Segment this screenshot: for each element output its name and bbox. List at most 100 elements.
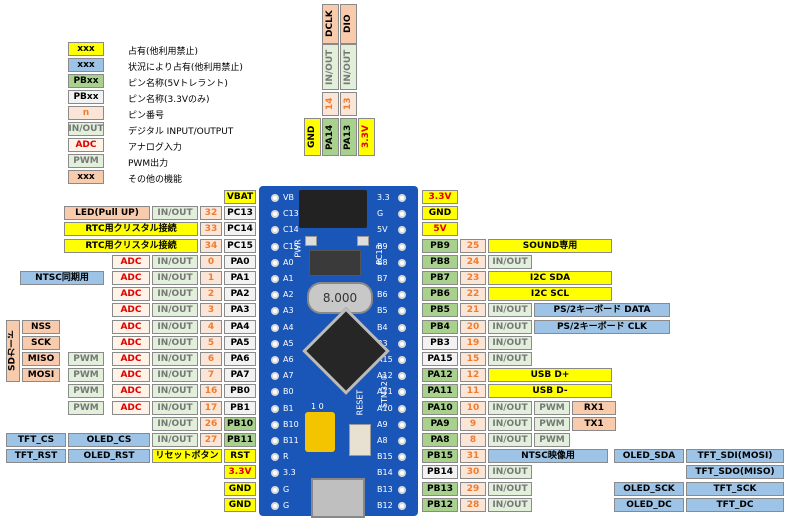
pin-hole xyxy=(398,340,406,348)
right-pin-func: I2C SCL xyxy=(488,287,612,301)
right-pin-name: PB15 xyxy=(422,449,458,463)
right-pin-func: NTSC映像用 xyxy=(488,449,608,463)
right-pin-func: USB D- xyxy=(488,384,612,398)
pin-hole xyxy=(271,259,279,267)
silk-label: B15 xyxy=(377,452,393,461)
legend-text: ピン名称(5Vトレラント) xyxy=(128,79,228,89)
left-pin-number: 17 xyxy=(200,401,222,415)
silk-label: B5 xyxy=(377,306,388,315)
left-pin-name: PB1 xyxy=(224,401,256,415)
right-pin-number: 15 xyxy=(460,352,486,366)
pin-hole xyxy=(271,340,279,348)
left-pin-adc: ADC xyxy=(112,303,150,317)
left-pin-name: PA7 xyxy=(224,368,256,382)
left-pin-func: MOSI xyxy=(22,368,60,382)
pin-hole xyxy=(398,372,406,380)
right-pin-name: PB7 xyxy=(422,271,458,285)
legend-text: PWM出力 xyxy=(128,159,169,169)
pin-hole xyxy=(398,453,406,461)
silk-label: A0 xyxy=(283,258,294,267)
boot-label: 1 0 xyxy=(311,402,324,411)
right-pin-number: 10 xyxy=(460,401,486,415)
reset-button xyxy=(349,424,371,456)
left-pin-adc: ADC xyxy=(112,401,150,415)
silk-label: A12 xyxy=(377,371,393,380)
right-pin-number: 20 xyxy=(460,320,486,334)
right-pin-name: PB12 xyxy=(422,498,458,512)
crystal-label: 8.000 xyxy=(322,291,358,305)
right-pin-number: 28 xyxy=(460,498,486,512)
right-pin-number: 22 xyxy=(460,287,486,301)
left-pin-number: 5 xyxy=(200,336,222,350)
right-pin-name: PB6 xyxy=(422,287,458,301)
silk-label: A10 xyxy=(377,404,393,413)
right-pin-name: PB4 xyxy=(422,320,458,334)
right-pin-func2: TFT_DC xyxy=(686,498,784,512)
pin-hole xyxy=(271,243,279,251)
pin-hole xyxy=(271,437,279,445)
right-pin-io: IN/OUT xyxy=(488,401,532,415)
silk-label: B4 xyxy=(377,323,388,332)
legend-swatch: xxx xyxy=(68,42,104,56)
right-pin-name: 5V xyxy=(422,222,458,236)
legend-text: ピン番号 xyxy=(128,111,165,121)
left-pin-number: 26 xyxy=(200,417,222,431)
silk-label: A7 xyxy=(283,371,294,380)
silk-label: 5V xyxy=(377,225,388,234)
left-pin-func: NTSC同期用 xyxy=(20,271,104,285)
left-pin-func: LED(Pull UP) xyxy=(64,206,150,220)
silk-label: B14 xyxy=(377,468,393,477)
silk-label: B9 xyxy=(377,242,388,251)
right-pin-name: PB14 xyxy=(422,465,458,479)
pin-hole xyxy=(398,291,406,299)
right-pin-number: 12 xyxy=(460,368,486,382)
left-pin-adc: ADC xyxy=(112,336,150,350)
right-pin-name: 3.3V xyxy=(422,190,458,204)
silk-label: A3 xyxy=(283,306,294,315)
left-pin-func: SCK xyxy=(22,336,60,350)
left-pin-io: IN/OUT xyxy=(152,384,198,398)
left-pin-name: PB0 xyxy=(224,384,256,398)
right-pin-number: 9 xyxy=(460,417,486,431)
left-pin-io: IN/OUT xyxy=(152,271,198,285)
right-pin-number: 24 xyxy=(460,255,486,269)
left-pin-name: PA1 xyxy=(224,271,256,285)
pin-hole xyxy=(271,291,279,299)
left-pin-name: 3.3V xyxy=(224,465,256,479)
silk-label: VB xyxy=(283,193,294,202)
pin-hole xyxy=(398,324,406,332)
silk-label: A1 xyxy=(283,274,294,283)
left-pin-io: IN/OUT xyxy=(152,352,198,366)
sd-card-label: SDカード xyxy=(6,320,20,382)
right-pin-func: I2C SDA xyxy=(488,271,612,285)
right-pin-number: 8 xyxy=(460,433,486,447)
right-pin-func2: TFT_SCK xyxy=(686,482,784,496)
left-pin-io: IN/OUT xyxy=(152,255,198,269)
pin-hole xyxy=(398,437,406,445)
right-pin-name: PB13 xyxy=(422,482,458,496)
right-pin-io: IN/OUT xyxy=(488,482,532,496)
pin-hole xyxy=(271,502,279,510)
silk-label: B7 xyxy=(377,274,388,283)
silk-label: B11 xyxy=(283,436,299,445)
top-io: IN/OUT xyxy=(340,44,357,90)
pin-hole xyxy=(271,421,279,429)
left-pin-number: 7 xyxy=(200,368,222,382)
left-pin-io: IN/OUT xyxy=(152,368,198,382)
pin-hole xyxy=(398,210,406,218)
silk-label: C13 xyxy=(283,209,299,218)
left-pin-adc: ADC xyxy=(112,320,150,334)
left-pin-name: PB11 xyxy=(224,433,256,447)
led-pc13 xyxy=(357,236,369,246)
pin-hole xyxy=(398,307,406,315)
left-pin-pwm: PWM xyxy=(68,384,104,398)
pin-hole xyxy=(398,356,406,364)
left-pin-func: OLED_CS xyxy=(68,433,150,447)
top-pin-number: 14 xyxy=(322,92,339,116)
left-pin-number: 6 xyxy=(200,352,222,366)
pin-hole xyxy=(271,486,279,494)
right-pin-name: PA10 xyxy=(422,401,458,415)
silk-label: R xyxy=(283,452,289,461)
legend-text: その他の機能 xyxy=(128,175,183,185)
right-pin-func: OLED_SCK xyxy=(614,482,684,496)
